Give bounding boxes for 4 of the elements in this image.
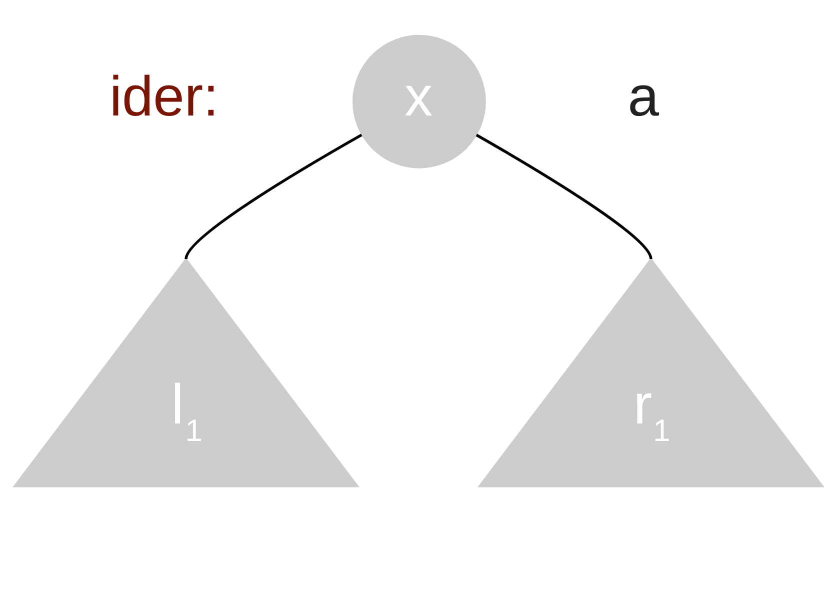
label: a	[628, 64, 660, 128]
connector	[476, 134, 652, 260]
label: ider:	[109, 64, 219, 128]
connector	[184, 134, 362, 260]
